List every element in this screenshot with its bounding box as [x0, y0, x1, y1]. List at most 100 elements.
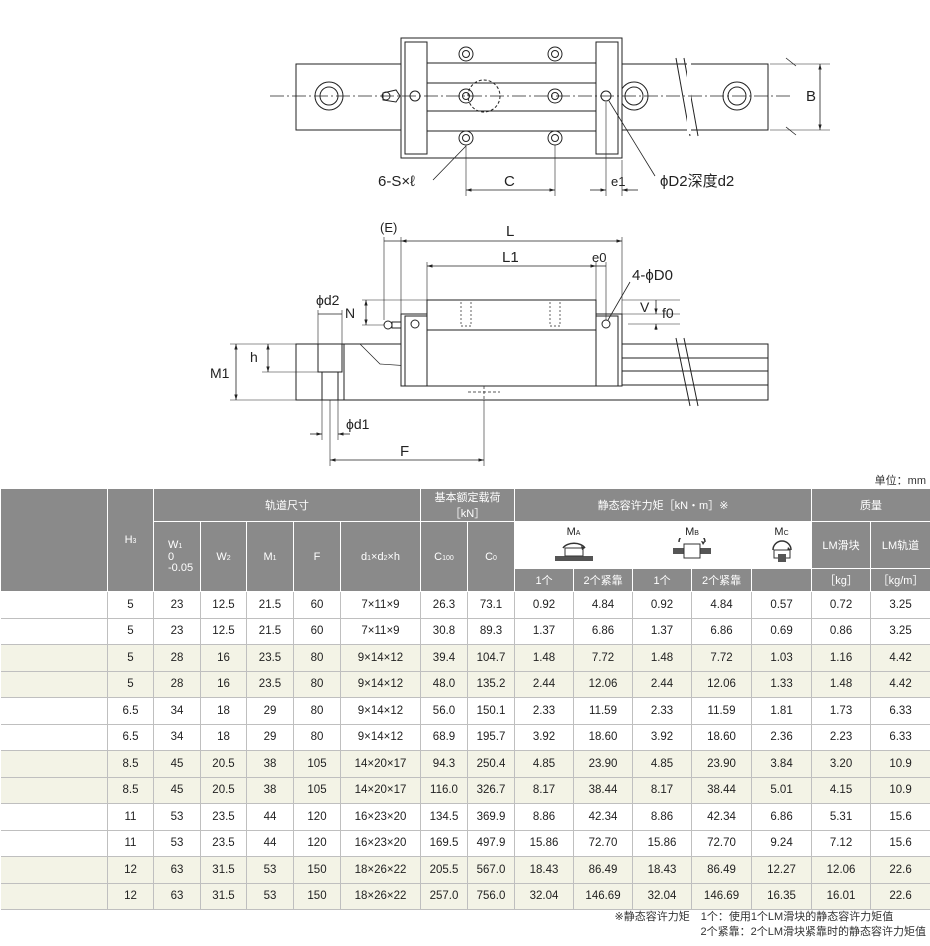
table-cell: 72.70	[573, 830, 634, 857]
table-cell: 9.24	[751, 830, 813, 857]
table-cell: 26.3	[420, 591, 468, 619]
table-cell: 9×14×12	[340, 671, 421, 698]
table-cell	[0, 856, 108, 884]
table-cell: 38	[246, 750, 294, 778]
footnote-1: ※静态容许力矩 1个：使用1个LM滑块的静态容许力矩值	[614, 911, 894, 923]
table-cell: 68.9	[420, 724, 468, 751]
label-f0: f0	[662, 305, 674, 321]
table-cell: 1.03	[751, 644, 813, 672]
table-cell: 23.90	[573, 750, 634, 778]
table-cell: 86.49	[573, 856, 634, 884]
header-lm-block: LM滑块	[811, 521, 872, 569]
table-cell: 150.1	[467, 697, 516, 725]
table-cell: 134.5	[420, 803, 468, 831]
label-v: V	[640, 299, 650, 315]
table-cell: 80	[293, 697, 341, 725]
table-cell: 38.44	[573, 777, 634, 804]
table-cell: 44	[246, 803, 294, 831]
table-cell: 5.01	[751, 777, 813, 804]
table-cell: 23.5	[246, 671, 294, 698]
header-w2: W2	[200, 521, 247, 592]
table-cell: 80	[293, 644, 341, 672]
table-cell: 4.85	[632, 750, 693, 778]
header-ma-two: 2个紧靠	[573, 568, 634, 592]
table-cell: 1.48	[632, 644, 693, 672]
table-cell: 7×11×9	[340, 618, 421, 645]
table-cell: 16.01	[811, 883, 872, 910]
table-cell: 63	[153, 883, 201, 910]
table-cell: 53	[153, 830, 201, 857]
header-rail-dim: 轨道尺寸	[153, 488, 421, 522]
table-cell: 48.0	[420, 671, 468, 698]
label-e: (E)	[380, 220, 397, 235]
table-cell: 18	[200, 697, 247, 725]
table-cell: 7.72	[573, 644, 634, 672]
table-cell: 31.5	[200, 883, 247, 910]
table-cell: 756.0	[467, 883, 516, 910]
label-m1: M1	[210, 365, 230, 381]
table-cell: 45	[153, 777, 201, 804]
moment-c-icon	[771, 540, 792, 562]
table-cell: 72.70	[691, 830, 753, 857]
table-cell: 497.9	[467, 830, 516, 857]
header-mb-two: 2个紧靠	[691, 568, 753, 592]
table-cell: 39.4	[420, 644, 468, 672]
table-cell: 4.84	[573, 591, 634, 619]
header-lm-rail: LM轨道	[870, 521, 930, 569]
table-cell: 4.15	[811, 777, 872, 804]
table-cell: 10.9	[870, 750, 930, 778]
table-cell: 45	[153, 750, 201, 778]
table-cell: 2.44	[514, 671, 575, 698]
table-cell: 195.7	[467, 724, 516, 751]
header-mb: MB	[632, 521, 753, 569]
table-cell: 80	[293, 724, 341, 751]
table-cell: 150	[293, 856, 341, 884]
table-cell: 0.69	[751, 618, 813, 645]
table-cell: 8.86	[514, 803, 575, 831]
table-cell: 169.5	[420, 830, 468, 857]
header-blank	[0, 488, 108, 592]
table-cell: 38.44	[691, 777, 753, 804]
table-cell: 3.25	[870, 591, 930, 619]
table-cell: 21.5	[246, 591, 294, 619]
table-cell: 3.92	[632, 724, 693, 751]
table-cell: 80	[293, 671, 341, 698]
table-cell: 0.86	[811, 618, 872, 645]
table-cell: 369.9	[467, 803, 516, 831]
table-cell: 34	[153, 697, 201, 725]
label-d1: ϕd1	[346, 416, 370, 432]
table-cell: 2.23	[811, 724, 872, 751]
table-cell: 7×11×9	[340, 591, 421, 619]
label-l1: L1	[502, 249, 519, 266]
header-mass: 质量	[811, 488, 930, 522]
table-cell: 60	[293, 618, 341, 645]
table-cell: 9×14×12	[340, 697, 421, 725]
header-ma-one: 1个	[514, 568, 575, 592]
label-b: B	[806, 88, 816, 105]
header-mc-blank	[751, 568, 813, 592]
header-dxdxh: d1×d2×h	[340, 521, 421, 592]
table-cell: 8.17	[632, 777, 693, 804]
label-l: L	[506, 223, 514, 240]
table-cell: 6.86	[573, 618, 634, 645]
table-cell: 1.73	[811, 697, 872, 725]
table-cell: 23.5	[200, 830, 247, 857]
label-f: F	[400, 443, 409, 460]
table-cell: 5.31	[811, 803, 872, 831]
table-cell: 567.0	[467, 856, 516, 884]
table-cell: 120	[293, 803, 341, 831]
table-cell: 104.7	[467, 644, 516, 672]
table-cell: 1.81	[751, 697, 813, 725]
table-cell: 116.0	[420, 777, 468, 804]
table-cell: 5	[107, 618, 154, 645]
unit-label: 单位：mm	[874, 475, 926, 487]
table-cell: 56.0	[420, 697, 468, 725]
table-cell: 73.1	[467, 591, 516, 619]
table-cell: 120	[293, 830, 341, 857]
